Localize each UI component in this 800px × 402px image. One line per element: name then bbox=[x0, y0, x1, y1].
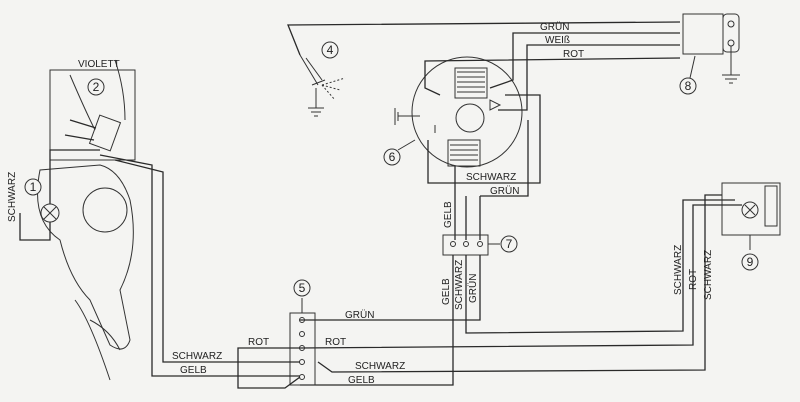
wire-gelb-7 bbox=[300, 255, 454, 386]
marker-6: 6 bbox=[383, 139, 416, 166]
wire-label-c5-schwarz-right: SCHWARZ bbox=[355, 361, 405, 372]
wire-weiss-top bbox=[498, 44, 680, 111]
svg-text:9: 9 bbox=[747, 255, 754, 269]
wire-label-c5-gelb-left: GELB bbox=[180, 365, 207, 376]
wire-label-right-rot: ROT bbox=[688, 269, 699, 290]
wire-label-right-schwarz1: SCHWARZ bbox=[673, 245, 684, 295]
headlamp-1 bbox=[19, 149, 100, 241]
wire-label-top-weiss: WEIß bbox=[545, 35, 570, 46]
svg-text:1: 1 bbox=[30, 180, 37, 194]
wire-label-top-rot: ROT bbox=[563, 49, 584, 60]
wire-label-stator-gelb: GELB bbox=[443, 201, 454, 228]
handlebar-switch-assembly bbox=[37, 59, 136, 381]
connector-5 bbox=[289, 298, 316, 386]
svg-text:8: 8 bbox=[685, 79, 692, 93]
wire-rot-right bbox=[299, 204, 742, 349]
wire-gelb-left bbox=[99, 154, 300, 377]
wire-gruen-top bbox=[489, 32, 680, 89]
svg-text:2: 2 bbox=[93, 80, 100, 94]
marker-5: 5 bbox=[293, 279, 311, 297]
wire-rot-left bbox=[237, 347, 301, 389]
marker-4: 4 bbox=[321, 41, 339, 59]
wire-label-c7-schwarz: SCHWARZ bbox=[454, 260, 465, 310]
wire-schwarz-7 bbox=[465, 199, 735, 334]
wire-label-right-schwarz2: SCHWARZ bbox=[703, 250, 714, 300]
wire-label-top-gruen: GRÜN bbox=[540, 21, 569, 33]
wire-label-stator-gruen: GRÜN bbox=[490, 185, 519, 197]
stator-6 bbox=[394, 56, 523, 168]
svg-text:6: 6 bbox=[389, 150, 396, 164]
ignition-module-8 bbox=[682, 13, 740, 84]
wire-label-c5-schwarz-left: SCHWARZ bbox=[172, 351, 222, 362]
svg-text:5: 5 bbox=[299, 281, 306, 295]
wire-label-c5-gelb-right: GELB bbox=[348, 375, 375, 386]
wire-label-stator-schwarz: SCHWARZ bbox=[466, 172, 516, 183]
lamp-9 bbox=[721, 182, 781, 250]
wire-schwarz-stator bbox=[455, 94, 541, 184]
marker-1: 1 bbox=[24, 178, 42, 196]
connector-7 bbox=[442, 234, 500, 256]
wire-gruen-stator bbox=[479, 120, 529, 240]
wire-label-c5-gruen: GRÜN bbox=[345, 309, 374, 321]
wire-label-c5-rot-right: ROT bbox=[325, 337, 346, 348]
spark-plug-4 bbox=[299, 54, 346, 117]
wire-label-violett: VIOLETT bbox=[78, 59, 120, 70]
marker-2: 2 bbox=[87, 78, 105, 96]
wire-label-c5-rot-left: ROT bbox=[248, 337, 269, 348]
wire-schwarz-left bbox=[114, 159, 300, 363]
svg-text:7: 7 bbox=[506, 237, 513, 251]
wire-stator-left bbox=[427, 140, 455, 184]
wire-label-c7-gruen: GRÜN bbox=[467, 274, 479, 303]
marker-7: 7 bbox=[500, 235, 518, 253]
wire-rot-top bbox=[424, 57, 681, 96]
wire-gruen-7 bbox=[300, 255, 481, 321]
wire-label-left-schwarz: SCHWARZ bbox=[7, 172, 18, 222]
marker-9: 9 bbox=[741, 253, 759, 271]
marker-8: 8 bbox=[679, 77, 697, 95]
wire-label-c7-gelb: GELB bbox=[441, 278, 452, 305]
ht-lead bbox=[287, 21, 681, 56]
svg-text:4: 4 bbox=[327, 43, 334, 57]
wire-schwarz-right bbox=[317, 194, 722, 373]
switch-2 bbox=[64, 114, 122, 152]
